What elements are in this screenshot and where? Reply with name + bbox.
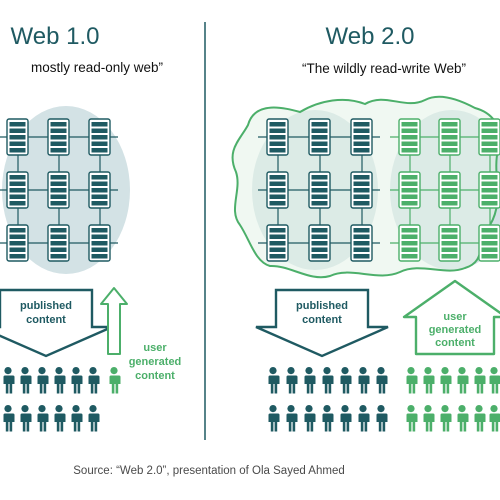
server-rack-icon (47, 224, 70, 262)
person-icon (322, 367, 334, 394)
web2-title: Web 2.0 (326, 23, 415, 50)
server-rack-icon (438, 224, 461, 262)
web1-published-label-2: content (26, 314, 66, 326)
person-icon (474, 405, 486, 432)
server-rack-icon (438, 118, 461, 156)
server-rack-icon (308, 224, 331, 262)
person-icon (457, 367, 469, 394)
person-icon (376, 367, 388, 394)
web1-server-grid (0, 118, 118, 262)
server-rack-icon (88, 171, 111, 209)
server-rack-icon (478, 171, 500, 209)
server-rack-icon (47, 118, 70, 156)
person-icon (286, 405, 298, 432)
web2-user-label-3: content (435, 337, 475, 349)
person-icon (54, 367, 66, 394)
web2-user-label-2: generated (429, 324, 482, 336)
person-icon (20, 405, 32, 432)
web2-user-content-arrow (402, 279, 500, 356)
person-icon (54, 405, 66, 432)
server-rack-icon (350, 224, 373, 262)
person-icon (3, 405, 15, 432)
web2-user-label-1: user (443, 311, 467, 323)
person-icon (304, 405, 316, 432)
web1-user-label-3: content (135, 370, 175, 382)
person-icon (489, 405, 500, 432)
person-icon (489, 367, 500, 394)
server-rack-icon (47, 171, 70, 209)
web2-panel: Web 2.0 “The wildly read-write Web” (231, 23, 500, 432)
person-icon (268, 367, 280, 394)
person-icon (423, 405, 435, 432)
server-rack-icon (88, 224, 111, 262)
person-icon (340, 405, 352, 432)
web1-user-label-1: user (143, 342, 167, 354)
person-icon (109, 367, 121, 394)
person-icon (406, 367, 418, 394)
person-icon (304, 367, 316, 394)
person-icon (440, 367, 452, 394)
person-icon (376, 405, 388, 432)
person-icon (322, 405, 334, 432)
web1-user-label-2: generated (129, 356, 182, 368)
web1-subtitle: mostly read-only web” (31, 60, 163, 75)
web2-contributors (406, 367, 500, 432)
web2-readers (268, 367, 388, 432)
server-rack-icon (350, 118, 373, 156)
person-icon (71, 367, 83, 394)
person-icon (423, 367, 435, 394)
person-icon (340, 367, 352, 394)
server-rack-icon (6, 171, 29, 209)
person-icon (88, 405, 100, 432)
person-icon (358, 405, 370, 432)
web1-readers (3, 367, 100, 432)
person-icon (71, 405, 83, 432)
source-caption: Source: “Web 2.0”, presentation of Ola S… (73, 465, 344, 477)
server-rack-icon (478, 224, 500, 262)
person-icon (37, 367, 49, 394)
server-rack-icon (398, 118, 421, 156)
server-rack-icon (266, 171, 289, 209)
person-icon (268, 405, 280, 432)
server-rack-icon (88, 118, 111, 156)
web2-server-grid-green (390, 118, 500, 262)
person-icon (440, 405, 452, 432)
person-icon (37, 405, 49, 432)
server-rack-icon (438, 171, 461, 209)
web1-published-arrow (0, 288, 113, 358)
person-icon (474, 367, 486, 394)
server-rack-icon (6, 118, 29, 156)
server-rack-icon (266, 118, 289, 156)
person-icon (286, 367, 298, 394)
server-rack-icon (6, 224, 29, 262)
web2-server-grid-dark (258, 118, 380, 262)
web2-published-label-2: content (302, 314, 342, 326)
web2-subtitle: “The wildly read-write Web” (302, 61, 466, 76)
web2-published-arrow (255, 288, 389, 358)
server-rack-icon (478, 118, 500, 156)
web1-published-label-1: published (20, 300, 72, 312)
server-rack-icon (398, 224, 421, 262)
person-icon (358, 367, 370, 394)
server-rack-icon (266, 224, 289, 262)
server-rack-icon (308, 171, 331, 209)
web1-panel: Web 1.0 mostly read-only web” publishe (0, 23, 181, 432)
person-icon (20, 367, 32, 394)
person-icon (406, 405, 418, 432)
web1-user-content-arrow (100, 287, 128, 355)
web1-title: Web 1.0 (11, 23, 100, 50)
person-icon (457, 405, 469, 432)
server-rack-icon (398, 171, 421, 209)
server-rack-icon (308, 118, 331, 156)
web2-published-label-1: published (296, 300, 348, 312)
person-icon (3, 367, 15, 394)
server-rack-icon (350, 171, 373, 209)
person-icon (88, 367, 100, 394)
